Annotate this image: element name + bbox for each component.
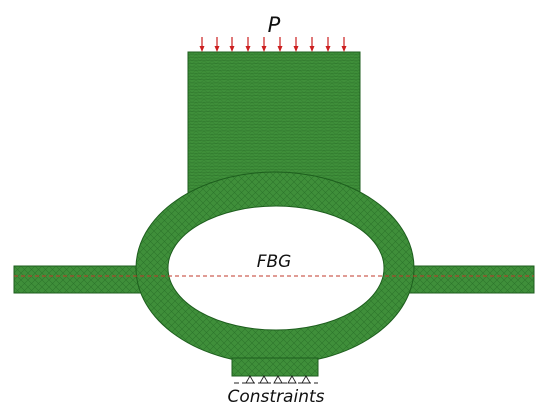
down-arrow-icon: [325, 37, 331, 52]
load-arrows: [199, 37, 347, 52]
triangle-support-icon: [245, 375, 255, 384]
down-arrow-icon: [199, 37, 205, 52]
down-arrow-icon: [341, 37, 347, 52]
loaded-block: [187, 51, 361, 195]
triangle-support-icon: [273, 375, 283, 384]
down-arrow-icon: [214, 37, 220, 52]
triangle-support-icon: [287, 375, 297, 384]
down-arrow-icon: [245, 37, 251, 52]
down-arrow-icon: [261, 37, 267, 52]
constraints-label: Constraints: [228, 387, 325, 407]
down-arrow-icon: [229, 37, 235, 52]
down-arrow-icon: [309, 37, 315, 52]
fbg-label: FBG: [257, 252, 292, 272]
down-arrow-icon: [277, 37, 283, 52]
triangle-support-icon: [301, 375, 311, 384]
triangle-support-icon: [259, 375, 269, 384]
load-label-p: P: [268, 13, 281, 37]
down-arrow-icon: [293, 37, 299, 52]
support-pad: [231, 357, 319, 377]
constraint-symbols: [234, 375, 318, 384]
